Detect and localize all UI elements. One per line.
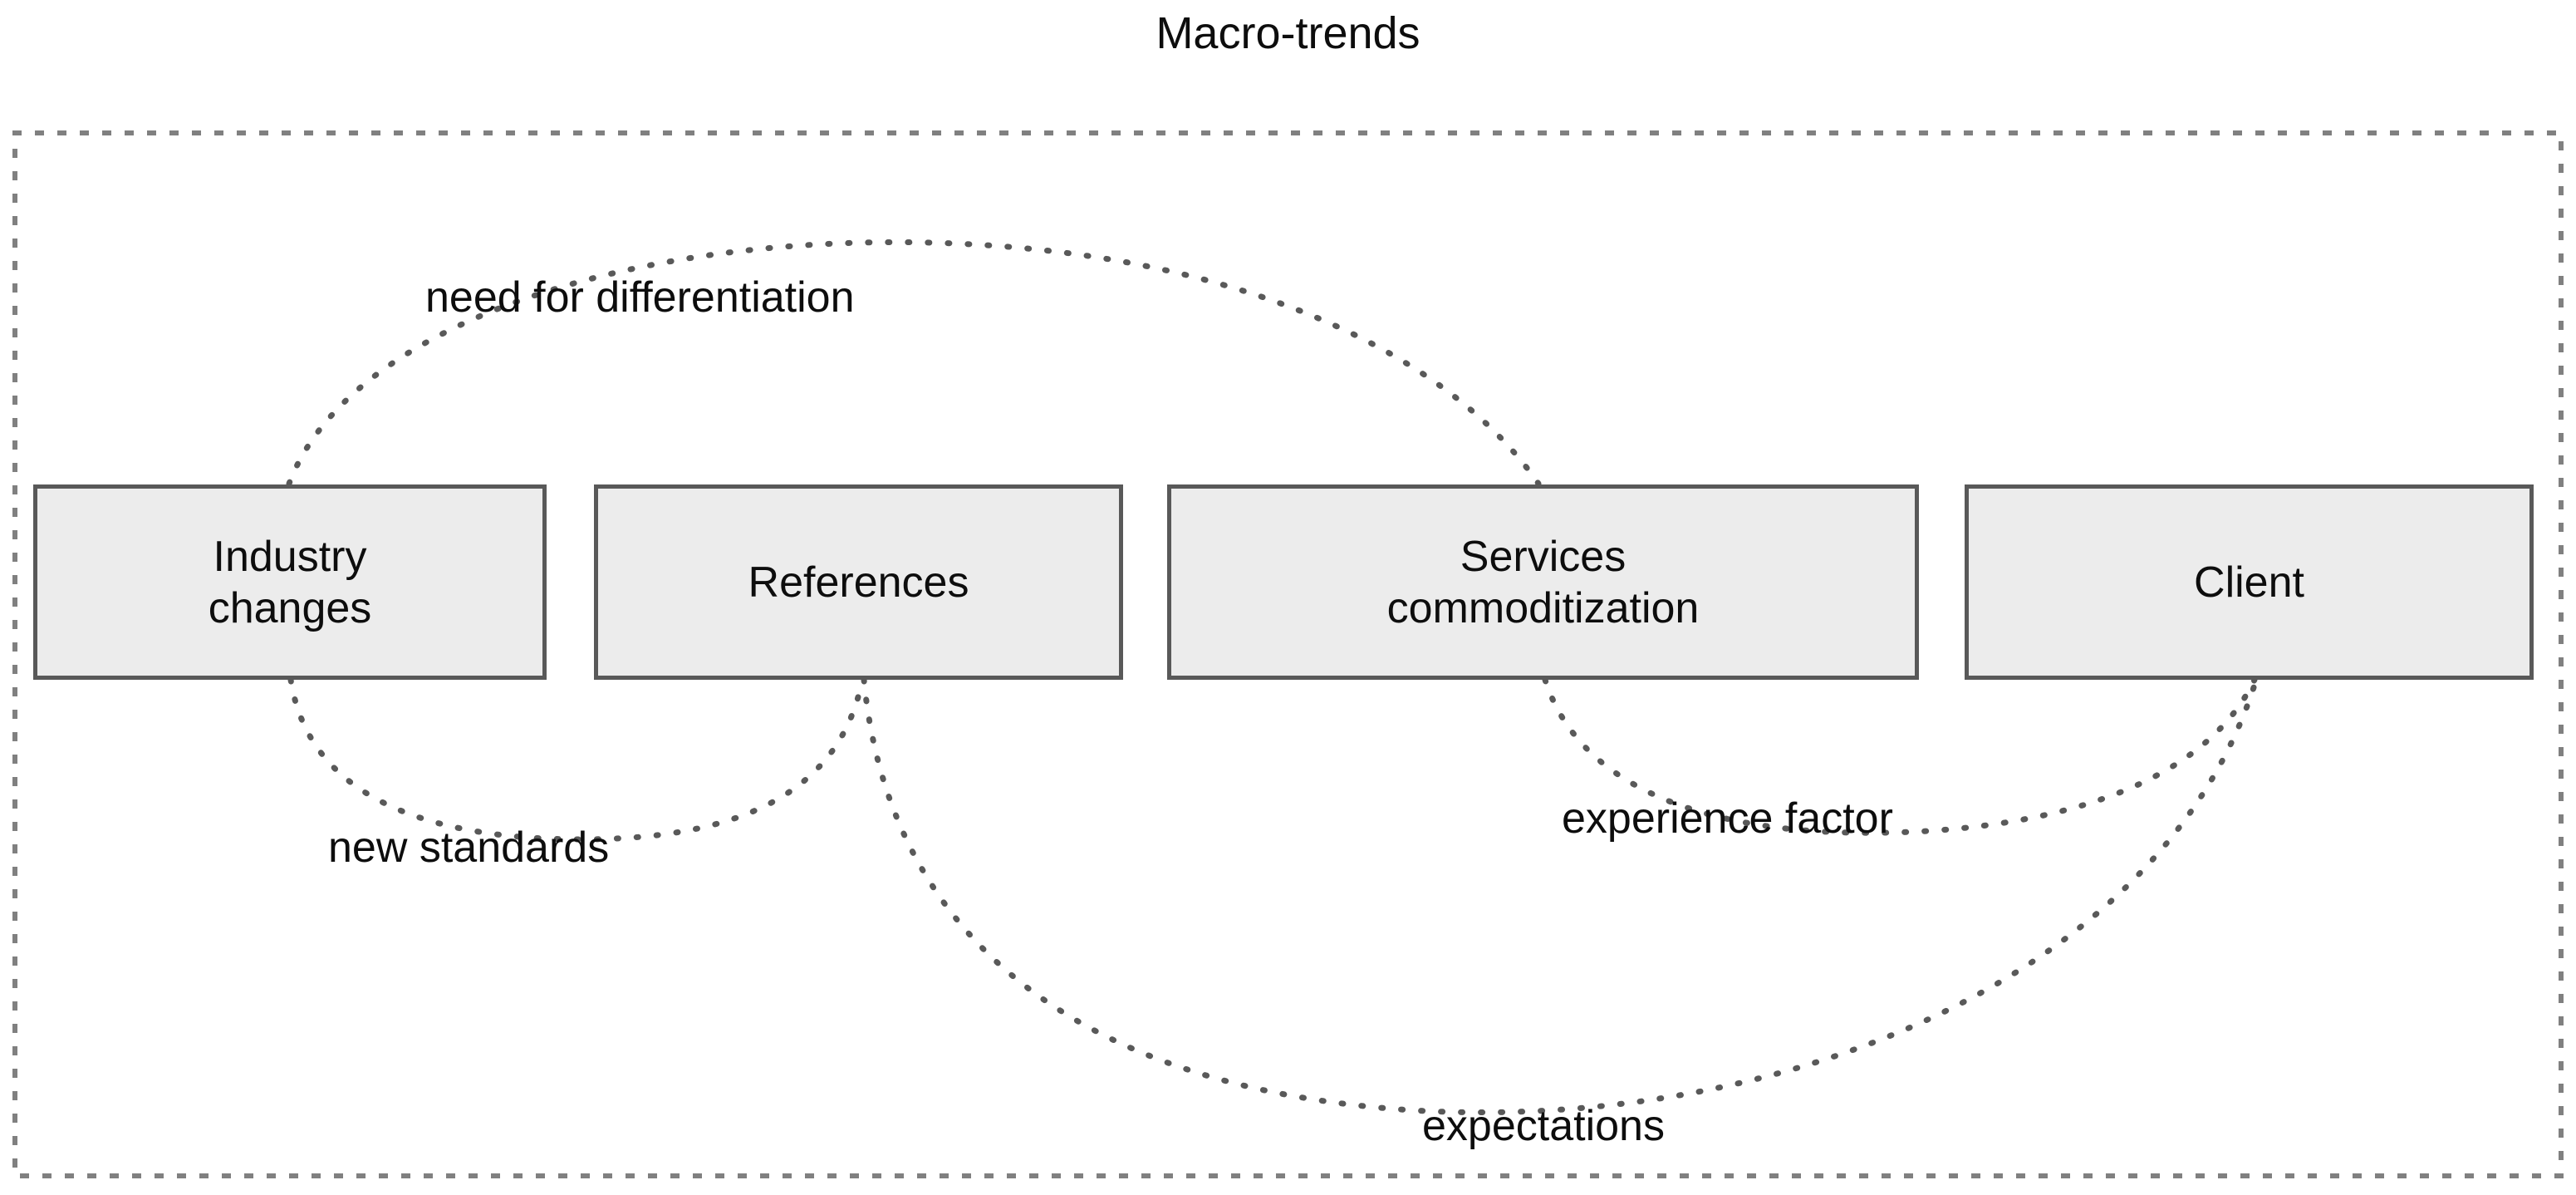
node-label: Client <box>2194 558 2304 607</box>
connector-label-need-for-differentiation: need for differentiation <box>425 273 855 322</box>
page-title: Macro-trends <box>1156 8 1420 58</box>
connector-label-experience-factor: experience factor <box>1562 794 1893 843</box>
node-services-commoditization[interactable]: Services commoditization <box>1167 484 1919 680</box>
node-label: References <box>748 558 969 607</box>
node-label: Industry changes <box>208 532 372 632</box>
connector-label-new-standards: new standards <box>328 824 610 872</box>
node-industry-changes[interactable]: Industry changes <box>33 484 547 680</box>
node-references[interactable]: References <box>594 484 1123 680</box>
connector-need-for-differentiation <box>286 239 1542 487</box>
connector-new-standards <box>287 676 866 843</box>
connector-label-expectations: expectations <box>1422 1102 1665 1150</box>
node-client[interactable]: Client <box>1965 484 2534 680</box>
node-label: Services commoditization <box>1386 532 1700 632</box>
connector-experience-factor <box>1542 676 2258 836</box>
connector-expectations <box>861 676 2260 1115</box>
